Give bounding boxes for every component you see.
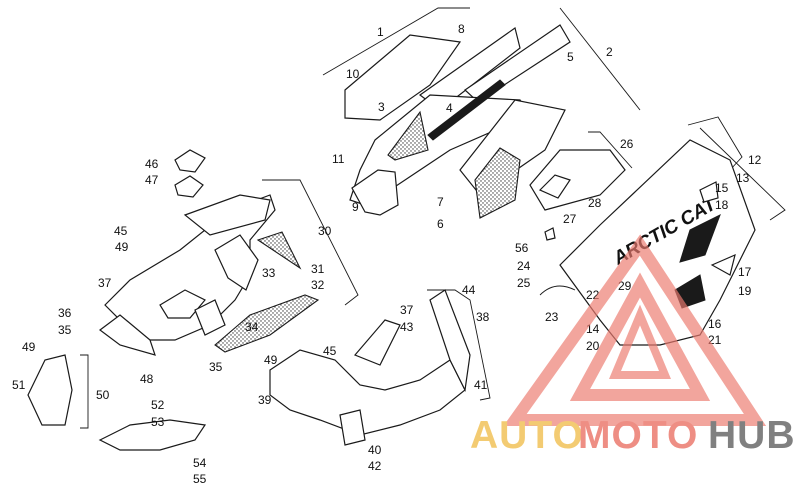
callout-label: 7: [437, 195, 444, 209]
callout-label: 27: [563, 212, 577, 226]
callout-label: 3: [378, 100, 385, 114]
watermark-triangle-icon: [503, 234, 767, 426]
side-rail-44: [429, 289, 471, 392]
callout-label: 9: [352, 200, 359, 214]
hood-windshield-assembly: [322, 7, 641, 219]
callout-label: 1: [377, 25, 384, 39]
hood-strip: [427, 79, 506, 141]
callout-label: 37: [98, 276, 112, 290]
brace-33: [214, 234, 259, 291]
callout-label: 44: [462, 283, 476, 297]
callout-label: 33: [262, 266, 276, 280]
callout-label: 45: [323, 344, 337, 358]
gauge-bracket-assembly: [529, 131, 633, 211]
callout-label: 48: [140, 372, 154, 386]
callout-label: 18: [715, 198, 729, 212]
callout-label: 47: [145, 173, 159, 187]
callout-label: 26: [620, 137, 634, 151]
callout-label: 19: [738, 284, 752, 298]
bracket-40: [339, 409, 366, 446]
callout-label: 17: [738, 265, 752, 279]
bracket-plate-27: [538, 174, 571, 199]
callout-label: 54: [193, 456, 207, 470]
callout-label: 5: [567, 50, 574, 64]
callout-label: 49: [264, 353, 278, 367]
hood-insert-3: [387, 110, 429, 161]
callout-label: 51: [12, 378, 26, 392]
watermark-text-hub: HUB: [708, 414, 796, 457]
callout-label: 29: [618, 279, 632, 293]
mesh-panel-6: [474, 147, 521, 219]
mesh-32: [214, 294, 320, 353]
skid-plate-52: [98, 419, 207, 451]
callout-label: 53: [151, 415, 165, 429]
grille-46: [174, 149, 206, 173]
nose-body: [104, 194, 276, 341]
callout-label: 6: [437, 217, 444, 231]
callout-label: 10: [346, 67, 360, 81]
callout-label: 30: [318, 224, 332, 238]
callout-label: 4: [446, 101, 453, 115]
callout-label: 56: [515, 241, 529, 255]
callout-label: 43: [400, 320, 414, 334]
callout-label: 45: [114, 224, 128, 238]
callout-label: 34: [245, 320, 259, 334]
callout-label: 37: [400, 303, 414, 317]
callout-labels: 1 2 3 4 5 6 7 8 9 10 11 12 13 14 15 16 1…: [12, 22, 762, 486]
wire-25: [539, 285, 576, 296]
gasket-47: [174, 175, 204, 198]
callout-label: 35: [58, 323, 72, 337]
callout-label: 55: [193, 472, 207, 486]
callout-label: 50: [96, 388, 110, 402]
bracket-26: [529, 149, 626, 211]
clip-56: [544, 227, 556, 241]
callout-label: 49: [115, 240, 129, 254]
callout-label: 23: [545, 310, 559, 324]
callout-label: 8: [458, 22, 465, 36]
support-34: [194, 299, 226, 336]
callout-label: 42: [368, 459, 382, 473]
belly-pan: [269, 349, 466, 436]
callout-label: 32: [311, 278, 325, 292]
callout-label: 31: [311, 262, 325, 276]
callout-label: 16: [708, 317, 722, 331]
callout-label: 11: [332, 152, 345, 166]
watermark-text-moto: MOTO: [578, 414, 698, 457]
callout-label: 36: [58, 306, 72, 320]
callout-label: 46: [145, 157, 159, 171]
callout-label: 39: [258, 393, 272, 407]
callout-label: 13: [736, 171, 750, 185]
callout-label: 28: [588, 196, 602, 210]
callout-label: 38: [476, 310, 490, 324]
decal-stripe: [679, 213, 721, 263]
callout-label: 20: [586, 339, 600, 353]
callout-label: 25: [517, 276, 531, 290]
deflector-51: [27, 354, 73, 426]
callout-label: 41: [474, 378, 488, 392]
trim-43: [353, 319, 401, 366]
callout-label: 24: [517, 259, 531, 273]
mesh-31: [256, 231, 302, 270]
callout-label: 2: [606, 45, 613, 59]
windshield-panel-10: [344, 34, 462, 121]
callout-label: 49: [22, 340, 36, 354]
callout-label: 12: [748, 153, 762, 167]
side-cover-36: [99, 314, 156, 356]
watermark-inner-triangle-icon: [609, 304, 671, 379]
front-body-assembly: [99, 149, 359, 356]
callout-label: 52: [151, 398, 165, 412]
callout-label: 35: [209, 360, 223, 374]
belly-pan-assembly: [269, 289, 491, 446]
watermark-text-auto: AUTO: [470, 414, 584, 457]
lower-left-parts: [27, 354, 207, 451]
vent-18: [699, 181, 719, 203]
upper-bracket: [183, 194, 271, 236]
vent-17: [710, 253, 736, 276]
watermark-logo: AUTO MOTO HUB: [470, 234, 796, 457]
callout-label: 15: [715, 181, 729, 195]
side-vent-9: [351, 169, 399, 216]
callout-label: 40: [368, 443, 382, 457]
